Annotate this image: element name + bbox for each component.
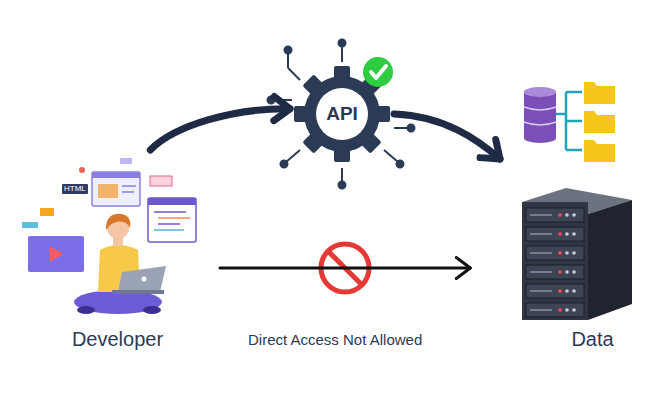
server-rack (522, 188, 632, 320)
code-tag: HTML (62, 184, 88, 194)
node-caption: Data (571, 328, 613, 351)
arrow-connector (394, 114, 500, 159)
database-icon (524, 82, 615, 162)
arrow-connector (220, 258, 470, 279)
arrow-connector (150, 97, 290, 150)
node-caption: Developer (72, 328, 163, 351)
figure-group: Developer (15, 150, 220, 355)
api-gear: API (290, 62, 394, 166)
edge-label: Direct Access Not Allowed (244, 330, 426, 349)
developer-illustration (22, 158, 196, 314)
api-label: API (326, 103, 358, 125)
figure-group: Data (500, 75, 665, 355)
